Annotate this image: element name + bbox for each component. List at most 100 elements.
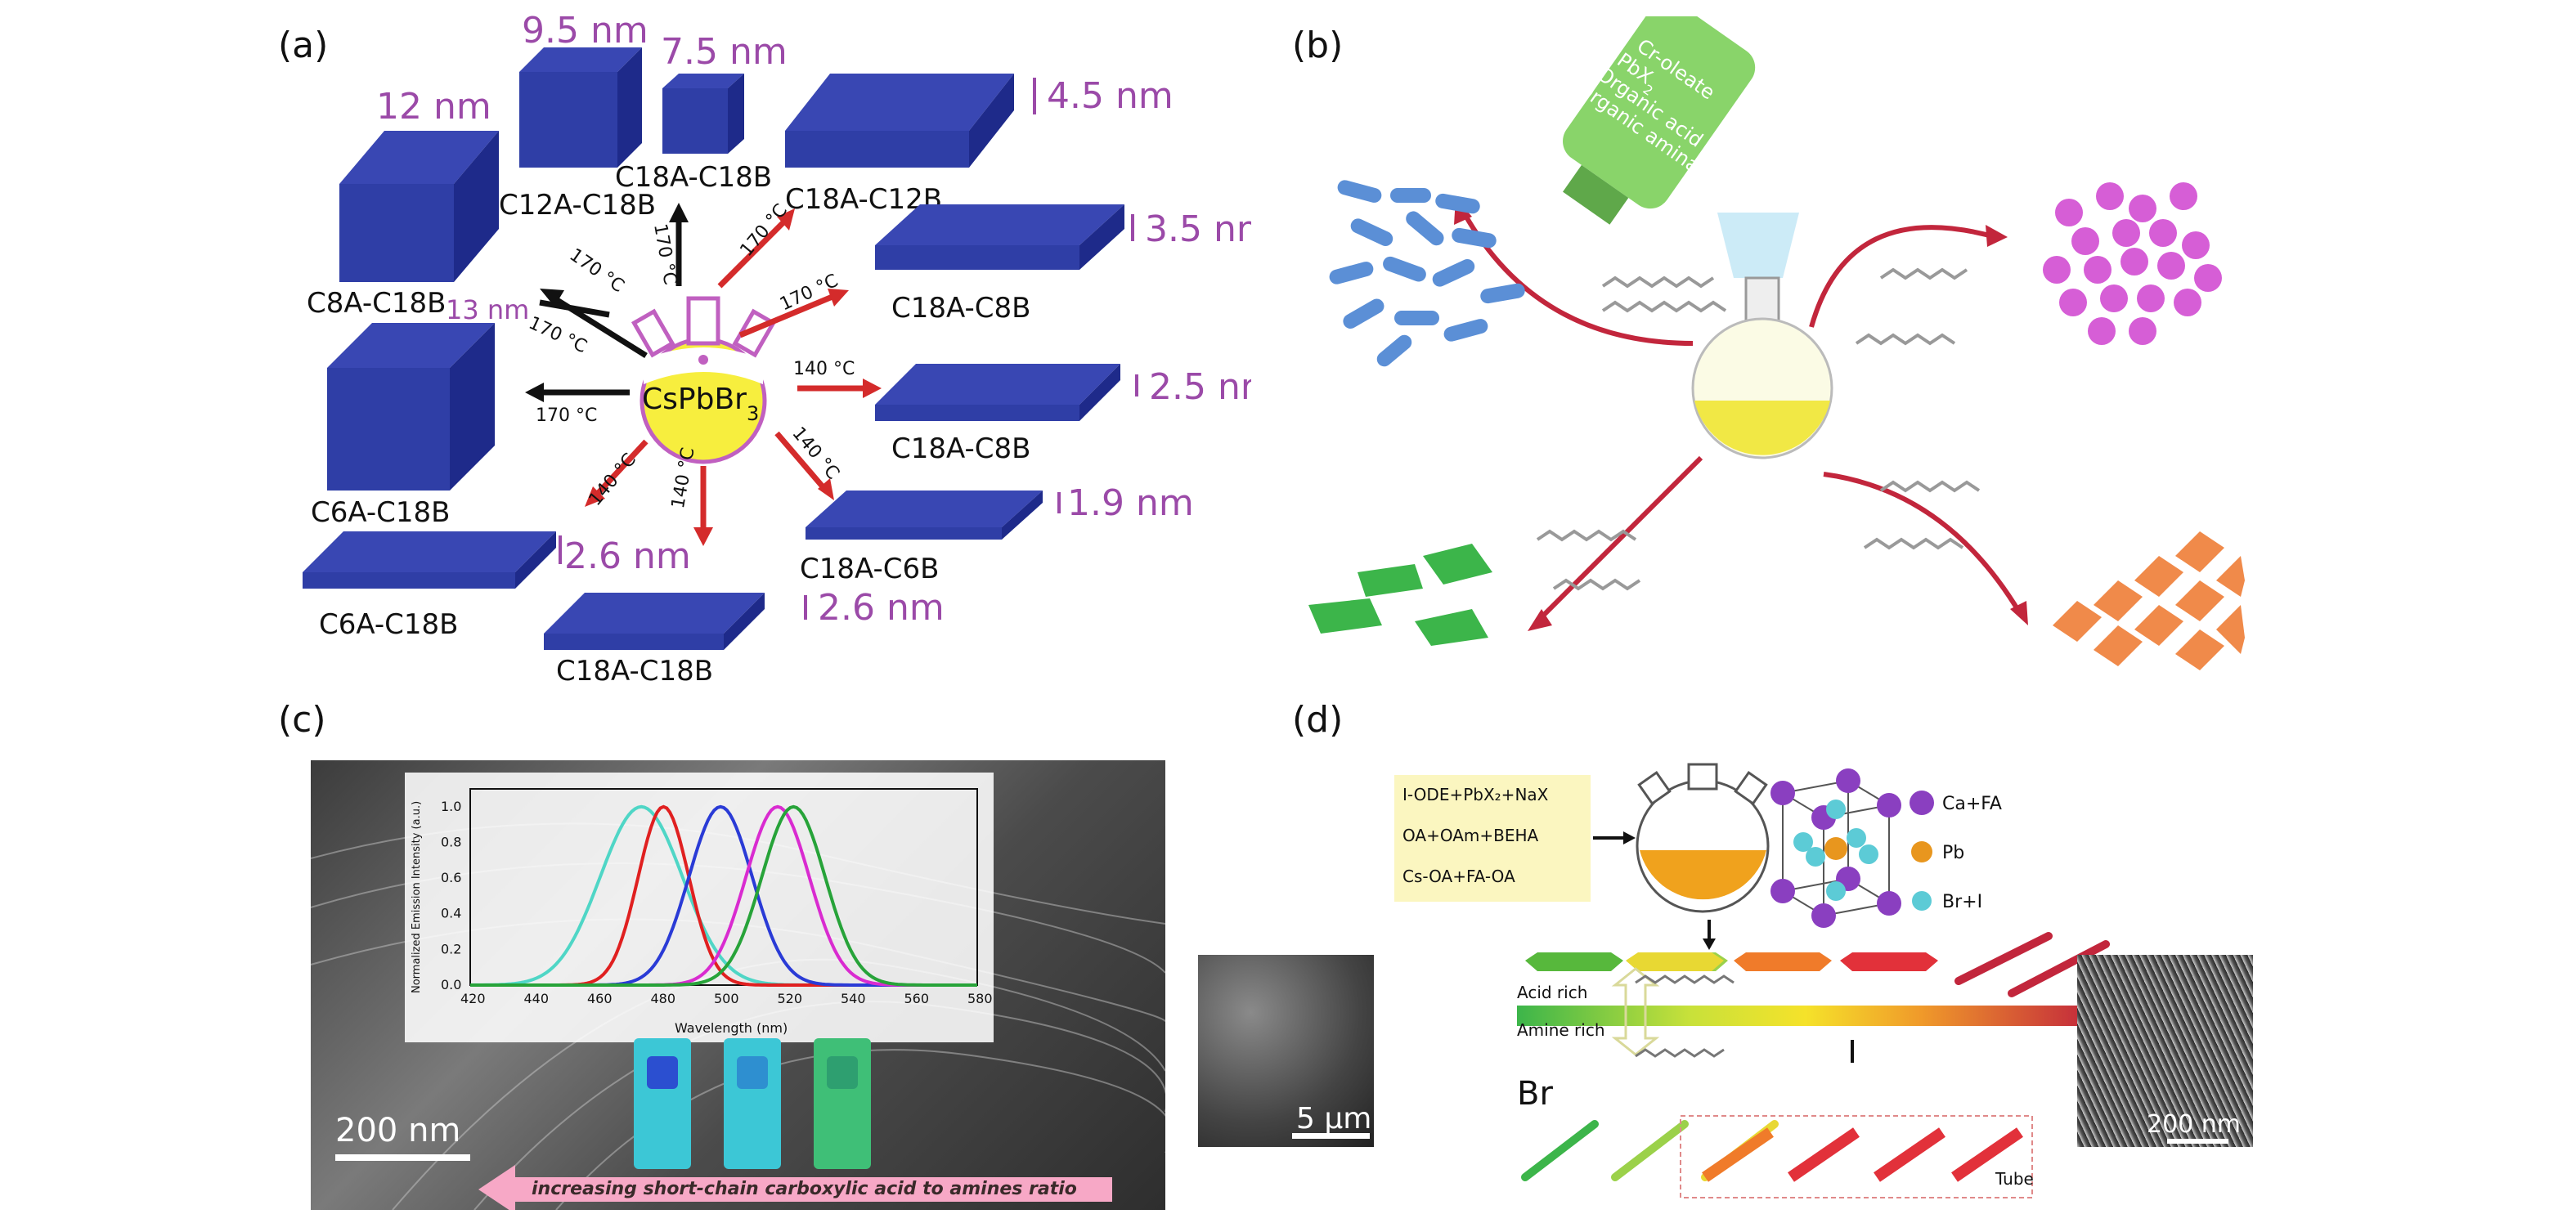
acid-rich: Acid rich	[1517, 983, 1588, 1002]
size-13nm: 13 nm	[446, 294, 529, 325]
nanorods	[1329, 180, 1525, 367]
emission-chart: Normalized Emission Intensity (a.u.) Wav…	[405, 773, 994, 1042]
cube-c18a-c18b-small	[662, 74, 744, 154]
panel-a-diagram: C8A-C18B 12 nm C12A-C18B 9.5 nm C18A-C18…	[303, 10, 1251, 687]
scale-5um-bar	[1292, 1133, 1370, 1139]
scale-200nm-bar	[2167, 1139, 2228, 1144]
precursor-box	[1394, 775, 1591, 902]
size-4-5nm: 4.5 nm	[1047, 75, 1174, 117]
temp-6: 170 °C	[536, 405, 597, 426]
y-tick-label: 0.4	[441, 906, 461, 921]
plate-c6a-c18b	[303, 531, 556, 589]
tube-box	[1680, 1115, 2033, 1198]
nanoplatelets	[1308, 544, 1492, 646]
size-3-5nm: 3.5 nm	[1145, 208, 1251, 250]
size-7-5nm: 7.5 nm	[661, 31, 788, 73]
x-tick-label: 440	[524, 991, 550, 1006]
tube-4	[1951, 1127, 2023, 1182]
tube-3	[1874, 1127, 1945, 1182]
chart-ylabel: Normalized Emission Intensity (a.u.)	[411, 801, 423, 993]
y-tick-label: 0.2	[441, 941, 461, 956]
label-c18a-c6b: C18A-C6B	[800, 553, 939, 585]
size-2-6nm-left: 2.6 nm	[564, 535, 691, 577]
panel-d-svg: Ca+FA Pb Br+I	[1517, 763, 2114, 1198]
plate-c18a-c18b-bottom	[544, 593, 765, 650]
chart-frame	[469, 788, 978, 986]
precursor-1: I-ODE+PbX₂+NaX	[1402, 785, 1549, 804]
plate-c18a-c6b	[806, 491, 1043, 540]
cube-c6a-c18b	[327, 323, 495, 491]
label-c8a-c18b: C8A-C18B	[307, 287, 446, 320]
vial-1	[634, 1038, 691, 1169]
series-line-0	[469, 804, 977, 987]
temp-5: 170 °C	[525, 313, 590, 358]
x-tick-label: 500	[714, 991, 739, 1006]
precursor-3: Cs-OA+FA-OA	[1402, 867, 1515, 886]
round-flask-icon	[1691, 276, 1833, 459]
ratio-arrow	[511, 1177, 1112, 1202]
rod-bottom-2	[1611, 1120, 1689, 1181]
temp-7: 140 °C	[793, 359, 855, 379]
scale-5um-label: 5 µm	[1296, 1102, 1372, 1136]
arrows-panel-a	[525, 203, 882, 546]
bottle-icon	[1563, 16, 1756, 225]
rod-bottom-1	[1521, 1120, 1599, 1181]
gradient-arrow	[1517, 1006, 2094, 1026]
scale-200nm-label: 200 nm	[2147, 1110, 2242, 1139]
chart-xlabel: Wavelength (nm)	[675, 1020, 788, 1036]
legend-br-i-dot	[1912, 891, 1932, 911]
tube-label: Tube	[1995, 1169, 2034, 1189]
ratio-arrow-head	[478, 1165, 515, 1210]
label-c18a-c18b-top: C18A-C18B	[615, 161, 772, 194]
tube-1	[1702, 1127, 1774, 1182]
plate-c18a-c8b-1	[875, 204, 1124, 270]
plate-c18a-c12b	[785, 74, 1014, 168]
x-tick-label: 540	[841, 991, 866, 1006]
flask-icon	[631, 296, 777, 464]
panel-d-label: (d)	[1292, 699, 1344, 741]
label-c18a-c8b-1: C18A-C8B	[891, 292, 1030, 325]
panel-b-label: (b)	[1292, 25, 1344, 66]
precursor-2: OA+OAm+BEHA	[1402, 826, 1539, 845]
sem-left: 5 µm	[1198, 955, 1374, 1147]
cube-c8a-c18b	[339, 131, 499, 282]
crystal-atoms	[1770, 768, 1901, 928]
series-line-2	[470, 804, 977, 987]
x-tick-label: 480	[651, 991, 676, 1006]
amine-rich: Amine rich	[1517, 1020, 1605, 1040]
rod-top-1	[1954, 932, 2053, 985]
cube-c12a-c18b	[519, 47, 642, 168]
vial-3	[814, 1038, 871, 1169]
panel-c-label: (c)	[278, 699, 326, 741]
temp-2: 170 °C	[649, 222, 680, 287]
legend-ca-fa-dot	[1910, 791, 1934, 815]
ratio-arrow-text: increasing short-chain carboxylic acid t…	[532, 1179, 1077, 1199]
y-tick-label: 0.8	[441, 834, 461, 849]
legend-pb-dot	[1911, 841, 1932, 862]
y-tick-label: 1.0	[441, 799, 461, 814]
nanocubes-spheres	[2043, 182, 2222, 345]
panel-d: I-ODE+PbX₂+NaX OA+OAm+BEHA Cs-OA+FA-OA	[1194, 760, 2257, 1210]
label-c6a-c18b-cube: C6A-C18B	[311, 496, 450, 529]
ligand-molecules	[1536, 267, 1981, 591]
legend-pb: Pb	[1942, 843, 1964, 863]
flask-label: CsPbBr3	[642, 383, 759, 425]
x-tick-label: 520	[778, 991, 803, 1006]
size-9-5nm: 9.5 nm	[522, 10, 648, 52]
sem-right: 200 nm	[2077, 955, 2253, 1147]
label-c6a-c18b-plate: C6A-C18B	[319, 608, 458, 641]
scale-bar	[335, 1154, 470, 1161]
plate-c18a-c8b-2	[875, 364, 1120, 421]
scale-bar-label: 200 nm	[335, 1112, 461, 1149]
x-tick-label: 580	[967, 991, 993, 1006]
temp-1: 170 °C	[566, 244, 628, 297]
y-tick-label: 0.6	[441, 870, 461, 885]
temp-3: 170 °C	[736, 200, 792, 261]
legend-ca-fa: Ca+FA	[1942, 794, 2002, 814]
temp-10: 140 °C	[585, 450, 640, 510]
size-1-9nm: 1.9 nm	[1067, 482, 1194, 524]
nanowire-network	[2053, 531, 2245, 670]
hexagon-platelets	[1525, 952, 1938, 971]
br-label: Br	[1517, 1075, 1553, 1113]
y-tick-label: 0.0	[441, 977, 461, 992]
